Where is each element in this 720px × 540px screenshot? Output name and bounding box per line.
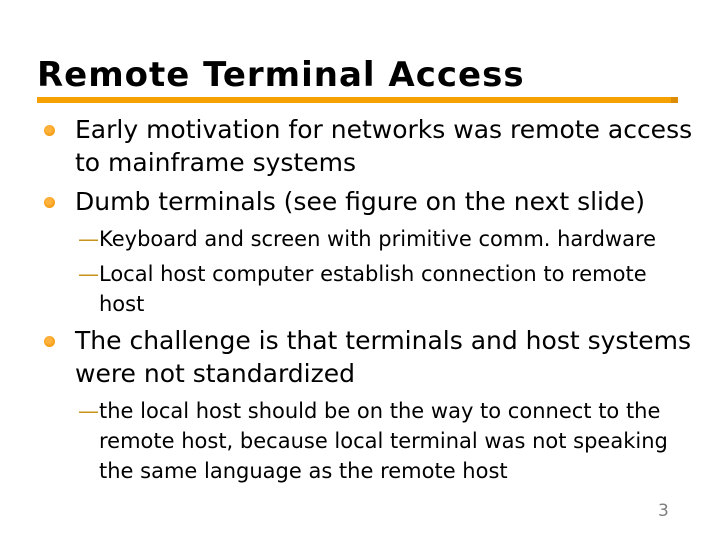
sub-bullet-item: — Local host computer establish connecti… [78,259,694,319]
sub-bullet-text-line: the local host should be on the way to c… [99,399,661,423]
bullet-item: The challenge is that terminals and host… [44,324,694,390]
bullet-text-line: Dumb terminals (see figure on the next s… [75,187,645,216]
bullet-dot-icon [44,336,55,347]
sub-bullet-text-line: Keyboard and screen with primitive comm.… [99,227,657,251]
sub-bullet-text-line: Local host computer establish connection… [99,262,647,286]
slide-title: Remote Terminal Access [37,55,525,95]
dash-marker-icon: — [78,399,99,423]
bullet-text: The challenge is that terminals and host… [75,324,691,390]
dash-marker-icon: — [78,262,99,286]
sub-bullet-text: Local host computer establish connection… [99,259,647,319]
bullet-item: Early motivation for networks was remote… [44,113,694,179]
bullet-text: Early motivation for networks was remote… [75,113,692,179]
page-number: 3 [658,501,669,521]
bullet-text-line: to mainframe systems [75,148,356,177]
bullet-text-line: were not standardized [75,359,355,388]
sub-bullet-item: — Keyboard and screen with primitive com… [78,224,694,254]
dash-marker-icon: — [78,227,99,251]
sub-bullet-text-line: remote host, because local terminal was … [99,429,668,453]
bullet-text-line: Early motivation for networks was remote… [75,115,693,144]
sub-bullet-text: Keyboard and screen with primitive comm.… [99,224,656,254]
bullet-dot-icon [44,197,55,208]
sub-bullet-text-line: the same language as the remote host [99,459,508,483]
sub-bullet-text-line: host [99,292,145,316]
slide-body: Early motivation for networks was remote… [44,113,694,491]
bullet-item: Dumb terminals (see figure on the next s… [44,185,694,218]
bullet-dot-icon [44,125,55,136]
sub-bullet-text: the local host should be on the way to c… [99,396,668,486]
sub-bullet-item: — the local host should be on the way to… [78,396,694,486]
bullet-text: Dumb terminals (see figure on the next s… [75,185,645,218]
bullet-text-line: The challenge is that terminals and host… [75,326,692,355]
title-underline-rule [37,97,678,103]
